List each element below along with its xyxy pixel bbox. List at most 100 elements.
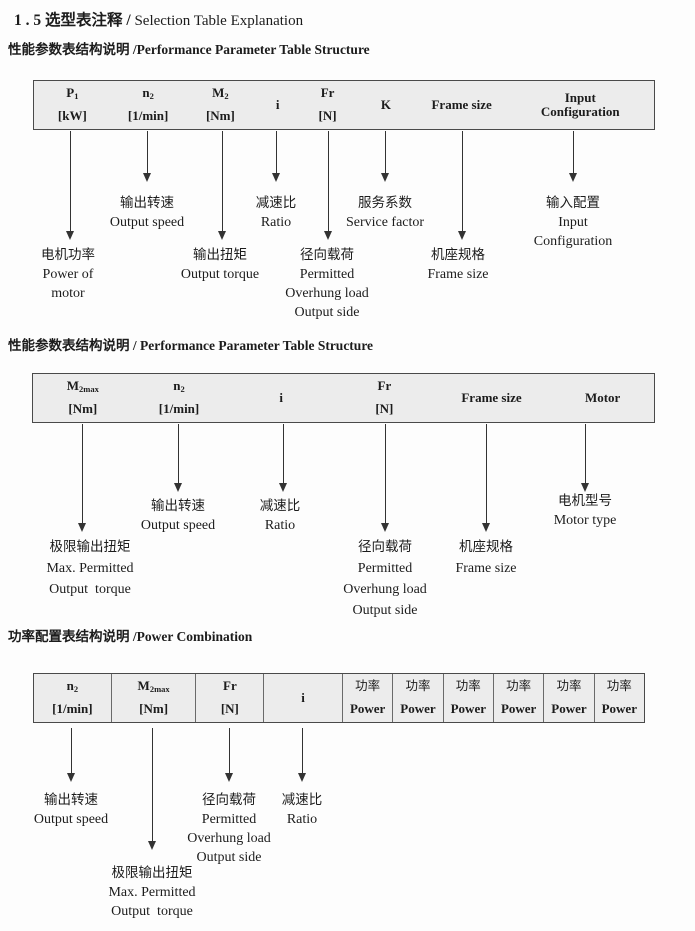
t2-col-m2max: M2max [Nm] (33, 374, 133, 422)
t2-col-motor-label: Motor (584, 389, 621, 405)
callout-line: Max. Permitted (46, 561, 134, 576)
arrow-fr (381, 424, 389, 532)
t1-col-i: i (255, 81, 300, 129)
arrow-i (279, 424, 287, 492)
page-title: 1 . 5 选型表注释 / Selection Table Explanatio… (14, 8, 303, 30)
callout-line: Permitted (299, 267, 355, 282)
callout-line: Input (558, 215, 588, 230)
callout-line: Output torque (111, 904, 193, 919)
callout-ratio: 减速比 Ratio (282, 791, 323, 829)
callout-line: 径向载荷 (300, 247, 354, 263)
callout-line: 输出转速 (43, 792, 98, 808)
t1-col-input-configuration: Input Configuration (506, 81, 654, 129)
table-3-power-combination-header: n2 [1/min] M2max [Nm] Fr [N] i 功率 Power … (33, 673, 645, 723)
t2-col-i: i (225, 374, 337, 422)
arrow-motor (581, 424, 589, 492)
callout-line: Output side (352, 603, 418, 618)
power-label-cn: 功率 (355, 678, 381, 693)
power-label-en: Power (450, 701, 486, 716)
callout-line: Output speed (33, 812, 109, 827)
t1-col-fr-unit: [N] (318, 108, 337, 123)
callout-overhung-load: 径向载荷 Permitted Overhung load Output side (343, 537, 427, 621)
t3-col-m2max-unit: [Nm] (139, 701, 169, 716)
callout-line: 径向载荷 (202, 792, 256, 808)
callout-line: Ratio (260, 215, 292, 230)
arrow-frame-size (482, 424, 490, 532)
t1-col-k-symbol: K (380, 96, 391, 112)
callout-line: Frame size (455, 561, 517, 576)
callout-line: Output speed (109, 215, 185, 230)
t2-col-m2max-unit: [Nm] (68, 401, 98, 416)
callout-line: Ratio (264, 518, 296, 533)
callout-line: Power of (42, 267, 94, 282)
arrow-k (381, 131, 389, 182)
arrow-fr (324, 131, 332, 240)
callout-frame-size: 机座规格 Frame size (427, 246, 488, 284)
t1-col-input-line2: Configuration (540, 103, 620, 119)
section-2-heading: 性能参数表结构说明 / Performance Parameter Table … (8, 338, 374, 353)
callout-line: 输出扭矩 (193, 247, 247, 263)
callout-output-speed: 输出转速 Output speed (110, 194, 184, 232)
power-label-cn: 功率 (455, 678, 481, 693)
arrow-n2 (174, 424, 182, 492)
callout-overhung-load: 径向载荷 Permitted Overhung load Output side (285, 246, 369, 322)
t3-col-power-3: 功率 Power (442, 674, 493, 722)
callout-line: 机座规格 (459, 539, 513, 555)
arrow-i (272, 131, 280, 182)
t2-col-frame-size: Frame size (432, 374, 552, 422)
arrow-m2max (148, 728, 156, 850)
power-label-en: Power (349, 701, 386, 716)
callout-line: Max. Permitted (108, 885, 196, 900)
t2-col-n2-unit: [1/min] (158, 401, 200, 416)
t1-col-k: K (355, 81, 417, 129)
arrow-n2 (67, 728, 75, 782)
power-label-en: Power (500, 701, 537, 716)
callout-line: Output side (196, 850, 262, 865)
table-1-performance-header: P1 [kW] n2 [1/min] M2 [Nm] i Fr [N] K Fr… (33, 80, 655, 130)
t1-col-frame-size-label: Frame size (431, 96, 492, 112)
t2-col-fr-symbol: Fr (377, 378, 392, 393)
arrow-input-configuration (569, 131, 577, 182)
callout-line: Ratio (286, 812, 318, 827)
callout-ratio: 减速比 Ratio (260, 497, 301, 535)
t1-col-fr-symbol: Fr (320, 85, 335, 100)
t2-col-fr-unit: [N] (375, 401, 394, 416)
callout-line: 减速比 (255, 195, 297, 211)
t3-col-m2max: M2max [Nm] (110, 674, 196, 722)
t1-col-n2-unit: [1/min] (127, 108, 169, 123)
callout-line: Permitted (357, 561, 413, 576)
page-title-number: 1 . 5 选型表注释 / (14, 12, 131, 29)
t3-col-m2max-symbol: M2max (137, 678, 170, 695)
power-label-en: Power (400, 701, 436, 716)
power-label-cn: 功率 (506, 678, 532, 693)
arrow-fr (225, 728, 233, 782)
callout-max-torque: 极限输出扭矩 Max. Permitted Output torque (108, 864, 195, 921)
callout-output-speed: 输出转速 Output speed (34, 791, 108, 829)
callout-overhung-load: 径向载荷 Permitted Overhung load Output side (187, 791, 271, 867)
callout-line: Motor type (553, 513, 617, 528)
arrow-frame-size (458, 131, 466, 240)
callout-max-torque: 极限输出扭矩 Max. Permitted Output torque (46, 537, 133, 600)
arrow-i (298, 728, 306, 782)
section-1-heading: 性能参数表结构说明 /Performance Parameter Table S… (8, 42, 370, 57)
power-label-en: Power (551, 701, 587, 716)
t2-col-i-symbol: i (279, 389, 283, 405)
t1-col-m2-unit: [Nm] (205, 108, 235, 123)
callout-line: Overhung load (187, 831, 271, 846)
t3-col-fr: Fr [N] (195, 674, 263, 722)
t3-col-n2-unit: [1/min] (52, 701, 93, 716)
t1-col-p1-symbol: P1 (66, 85, 79, 102)
arrow-n2 (143, 131, 151, 182)
t2-col-motor: Motor (551, 374, 654, 422)
t2-col-n2-symbol: n2 (173, 378, 185, 395)
t3-col-n2: n2 [1/min] (34, 674, 111, 722)
callout-line: 输出转速 (119, 195, 174, 211)
callout-line: 输入配置 (545, 195, 600, 211)
t2-col-fr: Fr [N] (337, 374, 432, 422)
table-2-performance-header: M2max [Nm] n2 [1/min] i Fr [N] Frame siz… (32, 373, 655, 423)
callout-output-speed: 输出转速 Output speed (141, 497, 215, 535)
callout-line: 输出转速 (150, 498, 205, 514)
callout-line: 减速比 (281, 792, 323, 808)
callout-line: Output torque (49, 582, 131, 597)
